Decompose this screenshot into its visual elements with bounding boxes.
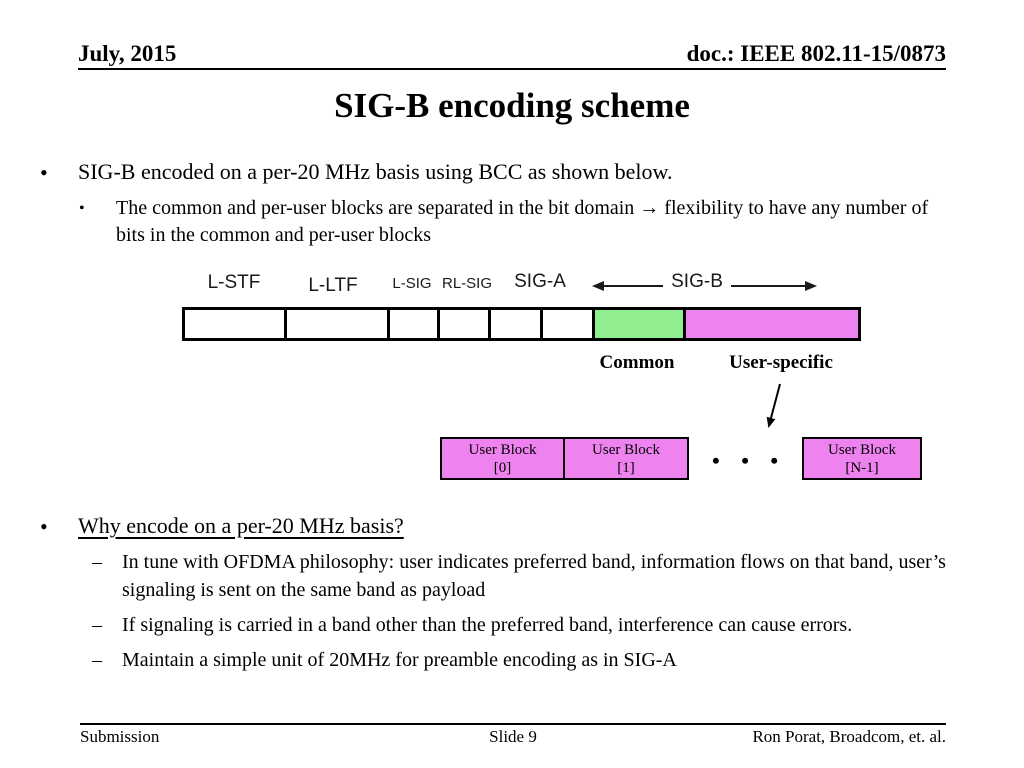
user-block-n-1-line1: User Block [828,441,896,458]
label-lstf: L-STF [207,272,261,293]
common-label: Common [599,352,675,373]
user-block-n-1: User Block [N-1] [802,437,922,480]
lstf-field [182,307,287,341]
lltf-field [284,307,390,341]
user-block-1: User Block [1] [563,437,689,480]
common-field [592,307,686,341]
bullet-why-encode-text: Why encode on a per-20 MHz basis? [78,513,404,538]
footer-slide-number: Slide 9 [489,727,537,746]
slide-header: July, 2015 doc.: IEEE 802.11-15/0873 [78,36,946,70]
header-doc-number: doc.: IEEE 802.11-15/0873 [686,41,946,66]
list-item: – If signaling is carried in a band othe… [92,611,964,639]
dash-marker: – [92,649,102,671]
bullet-sigb-encoded: SIG-B encoded on a per-20 MHz basis usin… [78,159,673,184]
header-date: July, 2015 [78,41,177,66]
label-lsig: L-SIG [392,275,432,292]
user-block-1-line1: User Block [592,441,660,458]
user-block-0-line2: [0] [493,459,512,476]
why-encode-sub-list: – In tune with OFDMA philosophy: user in… [92,548,964,681]
user-block-0-line1: User Block [468,441,537,458]
list-item: – In tune with OFDMA philosophy: user in… [92,548,964,604]
sigb-left-arrow-icon [592,281,663,291]
label-siga: SIG-A [514,271,566,292]
user-blocks-ellipsis: • • • [712,448,787,473]
dash-item-ofdma: In tune with OFDMA philosophy: user indi… [122,551,946,601]
sigb-right-arrow-icon [731,281,817,291]
siga-field-2 [540,307,595,341]
label-sigb: SIG-B [671,271,723,292]
footer-author: Ron Porat, Broadcom, et. al. [752,727,947,746]
user-block-0: User Block [0] [440,437,565,480]
dash-item-interference: If signaling is carried in a band other … [122,614,853,636]
dash-marker: – [92,551,102,573]
user-specific-down-arrow-icon [766,383,781,428]
footer-submission: Submission [80,727,160,746]
list-item: – Maintain a simple unit of 20MHz for pr… [92,646,964,674]
rlsig-field [437,307,491,341]
user-block-n-1-line2: [N-1] [845,459,879,476]
dash-item-simple-unit: Maintain a simple unit of 20MHz for prea… [122,649,677,671]
bullet-marker: • [40,160,48,185]
sub-bullet-marker: • [79,200,85,217]
slide-footer: Submission Slide 9 Ron Porat, Broadcom, … [80,727,946,747]
footer-divider [80,723,946,725]
user-specific-field [683,307,861,341]
user-specific-label: User-specific [729,352,833,373]
lsig-field [387,307,440,341]
dash-marker: – [92,614,102,636]
label-lltf: L-LTF [308,275,358,296]
label-rlsig: RL-SIG [441,275,493,292]
sub-bullet-common-blocks: The common and per-user blocks are separ… [116,197,929,246]
bullet-why-encode: Why encode on a per-20 MHz basis? [78,512,958,540]
bullet-marker-2: • [40,514,48,539]
user-block-1-line2: [1] [617,459,635,476]
siga-field-1 [488,307,543,341]
page-title: SIG-B encoding scheme [334,86,690,125]
